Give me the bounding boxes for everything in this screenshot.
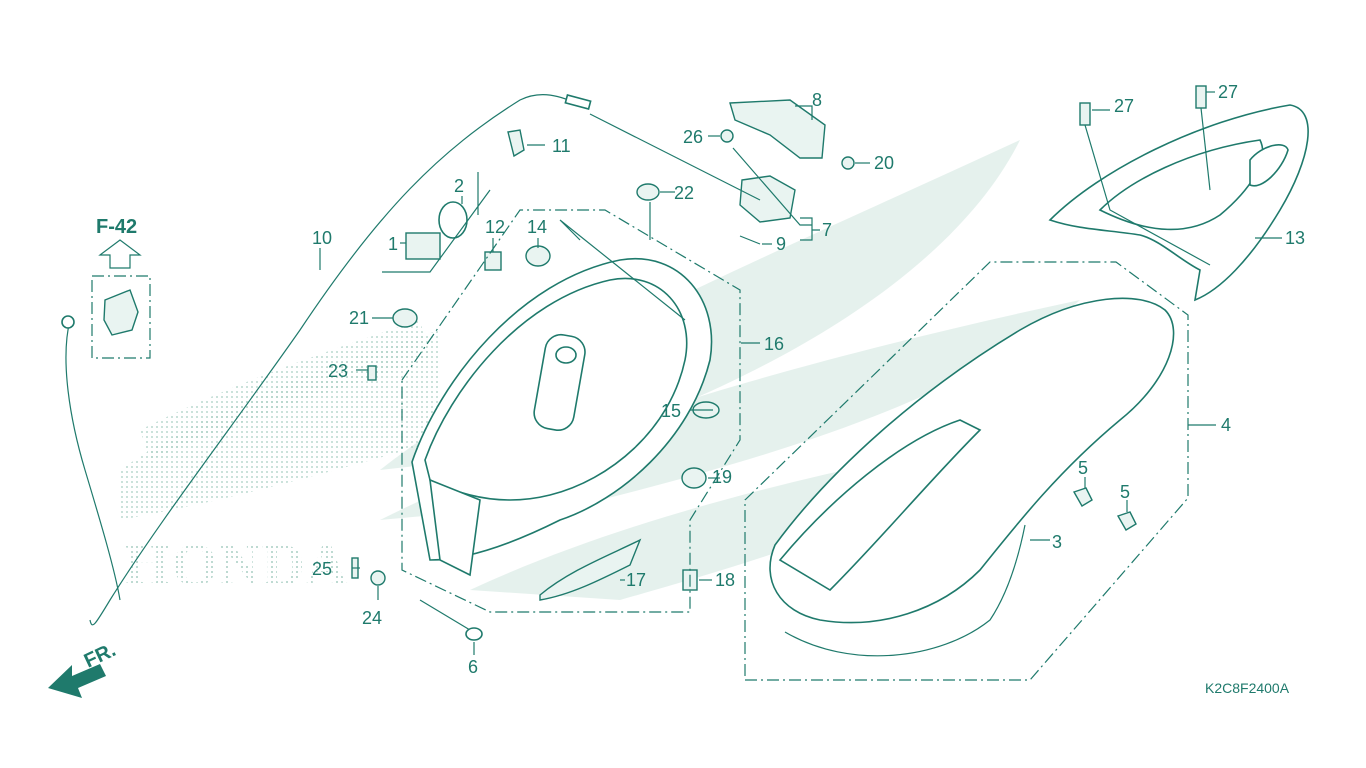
callout-8: 8	[812, 90, 822, 110]
reference-f42: F-42	[91, 216, 151, 359]
part-17-cover	[539, 538, 642, 601]
callout-12: 12	[485, 217, 505, 237]
callout-11: 11	[552, 136, 571, 156]
part-7-latch	[739, 175, 796, 223]
grab-rail	[1048, 85, 1309, 302]
seat-lock-cable	[61, 94, 592, 626]
part-2-ring	[438, 201, 468, 239]
part-27-bolt-a	[1079, 102, 1091, 126]
callout-17: 17	[626, 570, 646, 590]
callout-24: 24	[362, 608, 382, 628]
callout-14: 14	[527, 217, 547, 237]
part-1-cap	[405, 232, 441, 260]
arrow-up-icon	[98, 239, 142, 269]
callouts: 1 2 3 4 5 5 6 7 8 9 10 11 12 13 14 15 16…	[312, 82, 1305, 677]
callout-22: 22	[674, 183, 694, 203]
callout-2: 2	[454, 176, 464, 196]
callout-1: 1	[388, 234, 398, 254]
callout-13: 13	[1285, 228, 1305, 248]
part-21-clip	[392, 308, 418, 328]
part-22-grommet	[636, 183, 660, 201]
callout-7: 7	[822, 220, 832, 240]
small-parts	[351, 129, 720, 641]
part-20-bolt	[841, 156, 855, 170]
switch-icon	[103, 289, 139, 336]
front-label: FR.	[81, 639, 119, 673]
callout-27b: 27	[1218, 82, 1238, 102]
callout-27a: 27	[1114, 96, 1134, 116]
callout-20: 20	[874, 153, 894, 173]
part-8-latch-plate	[729, 99, 826, 159]
part-12-clip	[484, 251, 502, 271]
part-11-clip	[507, 129, 525, 158]
leader-lines	[319, 91, 1282, 655]
front-direction: FR.	[48, 639, 119, 698]
callout-9: 9	[776, 234, 786, 254]
callout-10: 10	[312, 228, 332, 248]
luggage-box	[401, 209, 741, 613]
part-23-bolt	[367, 365, 377, 381]
callout-6: 6	[468, 657, 478, 677]
callout-4: 4	[1221, 415, 1231, 435]
diagram-code: K2C8F2400A	[1205, 680, 1290, 696]
reference-label: F-42	[96, 216, 137, 238]
callout-25: 25	[312, 559, 332, 579]
part-5-nut-a	[1072, 487, 1093, 507]
callout-5b: 5	[1120, 482, 1130, 502]
part-19-cap	[681, 467, 707, 489]
latch-assembly	[589, 99, 855, 245]
callout-15: 15	[661, 401, 681, 421]
part-27-bolt-b	[1195, 85, 1207, 109]
callout-21: 21	[349, 308, 369, 328]
part-5-nut-b	[1116, 511, 1137, 531]
part-14-grommet	[525, 245, 551, 267]
callout-19: 19	[712, 467, 732, 487]
callout-26: 26	[683, 127, 703, 147]
callout-5a: 5	[1078, 458, 1088, 478]
callout-3: 3	[1052, 532, 1062, 552]
callout-16: 16	[764, 334, 784, 354]
part-24-washer	[370, 570, 386, 586]
front-arrow-icon	[48, 664, 106, 698]
part-26-bolt	[720, 129, 734, 143]
seat	[744, 261, 1189, 681]
honda-watermark-text: HONDA	[125, 532, 348, 598]
callout-18: 18	[715, 570, 735, 590]
callout-23: 23	[328, 361, 348, 381]
part-6-bolt	[465, 627, 483, 641]
reference-box	[91, 275, 151, 359]
